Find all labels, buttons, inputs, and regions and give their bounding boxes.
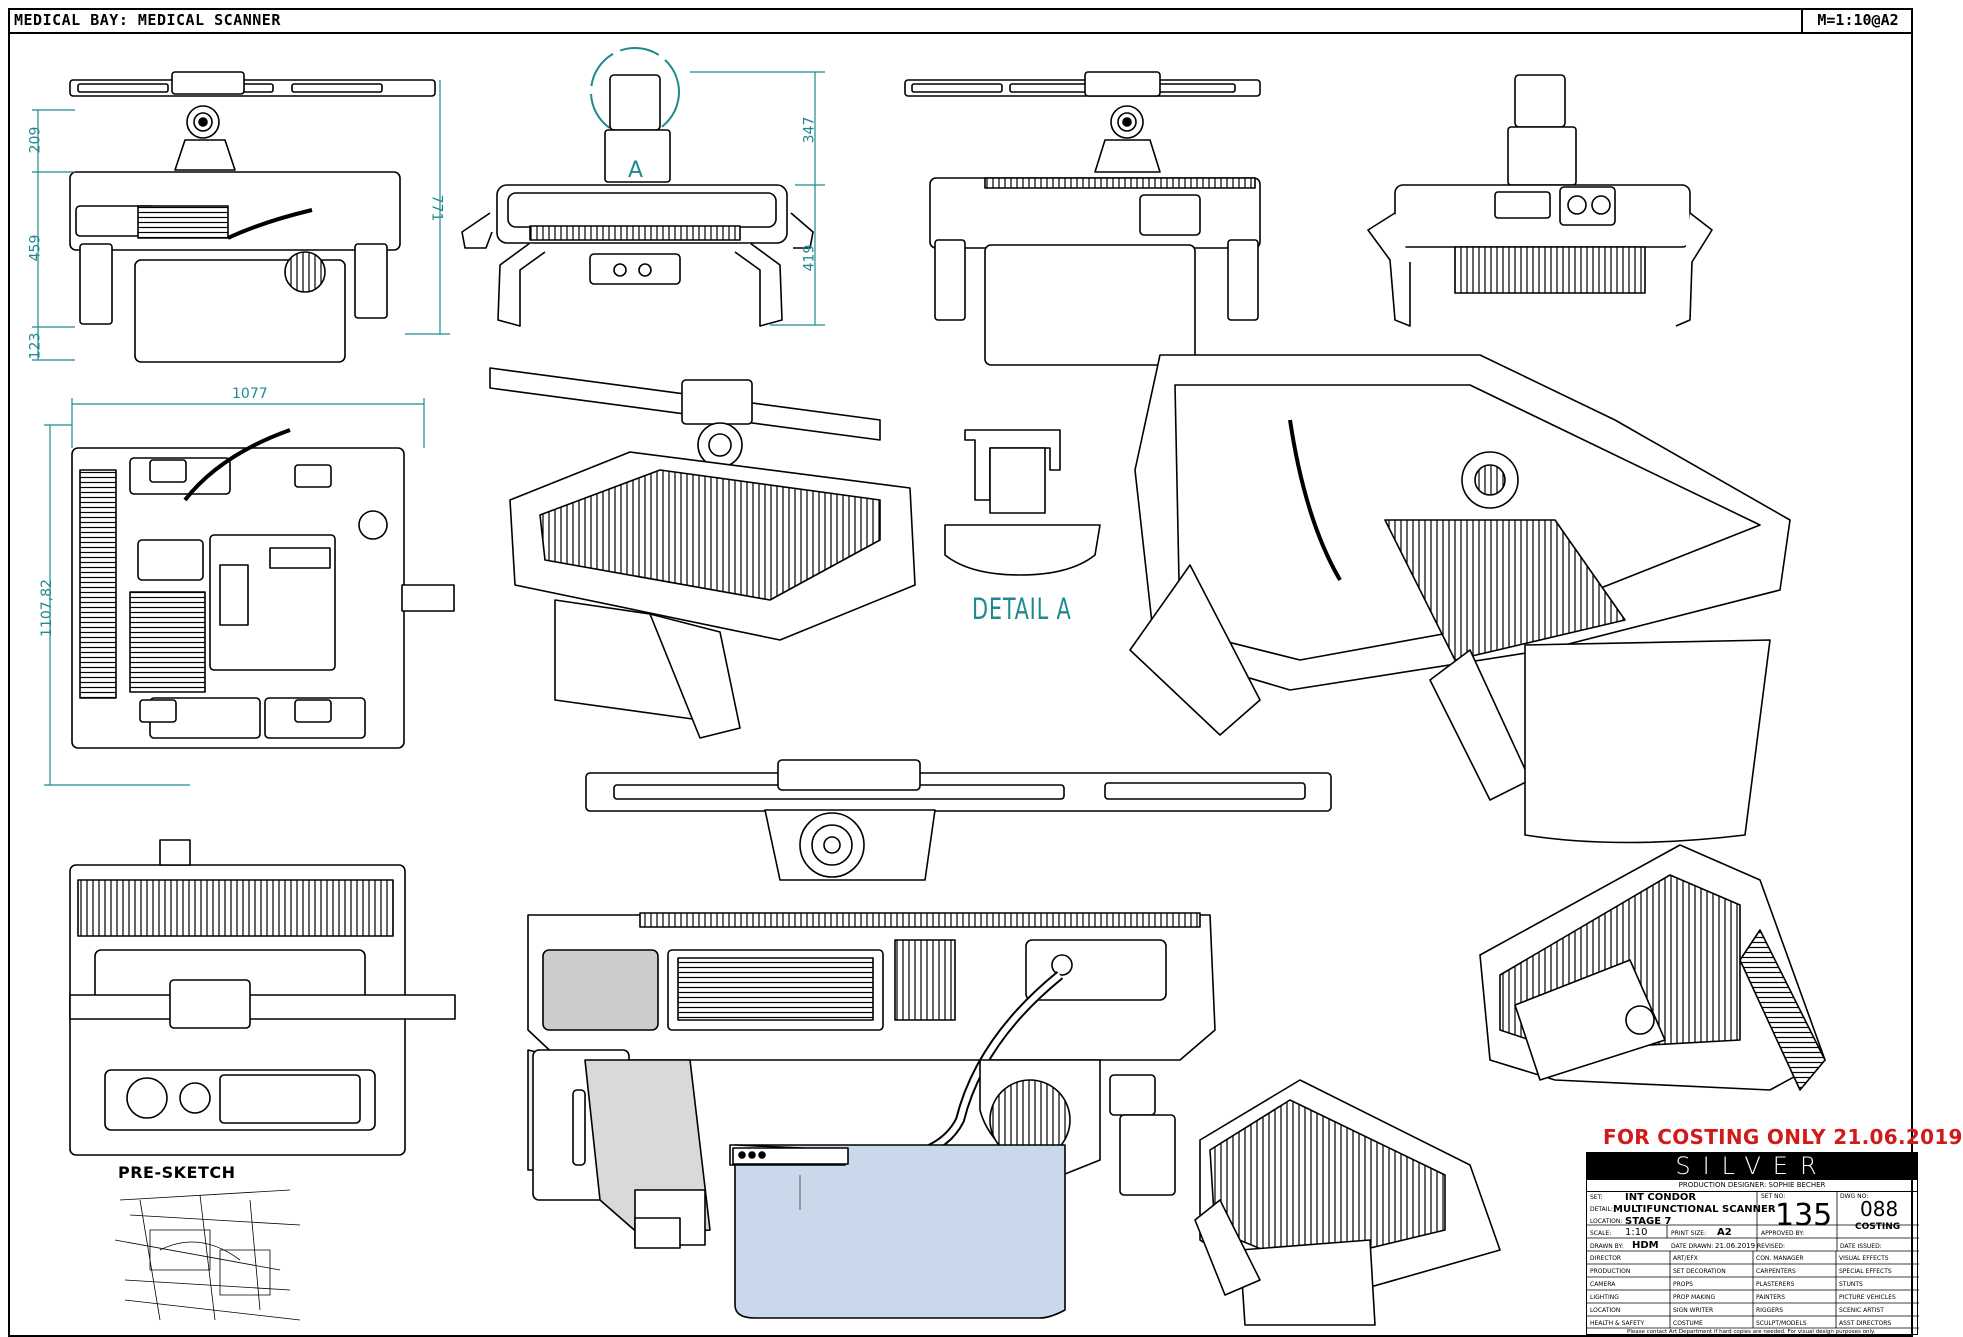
front-view [69, 71, 436, 363]
title-block-grid [1587, 1191, 1919, 1329]
plan-view [71, 428, 455, 749]
distribution-cell: STUNTS [1839, 1281, 1863, 1288]
rear-view [904, 71, 1261, 366]
pre-sketch-drawing [114, 1189, 301, 1321]
distribution-cell: CON. MANAGER [1756, 1255, 1804, 1262]
lower-side-view [69, 839, 456, 1156]
location-value: STAGE 7 [1625, 1216, 1672, 1227]
distribution-cell: PROP MAKING [1673, 1294, 1716, 1301]
status-value: COSTING [1855, 1222, 1901, 1232]
footer-note: Please contact Art Department if hard co… [1627, 1329, 1876, 1335]
distribution-cell: CARPENTERS [1756, 1268, 1796, 1275]
iso-view-lower-right [1479, 844, 1826, 1091]
date-drawn-value: 21.06.2019 [1715, 1242, 1756, 1250]
set-no-label: SET NO: [1761, 1193, 1786, 1200]
approved-label: APPROVED BY: [1761, 1230, 1805, 1237]
sheet-scale: M=1:10@A2 [1801, 8, 1913, 32]
location-label: LOCATION: [1590, 1218, 1623, 1225]
dim-front-body: 459 [27, 234, 44, 262]
distribution-cell: COSTUME [1673, 1320, 1703, 1327]
distribution-cell: HEALTH & SAFETY [1590, 1320, 1645, 1327]
distribution-cell: SET DECORATION [1673, 1268, 1726, 1275]
title-block: SILVER PRODUCTION DESIGNER: SOPHIE BECHE… [1586, 1152, 1919, 1335]
dim-plan-depth: 1107,82 [38, 579, 55, 637]
detail-a-drawing [944, 429, 1101, 576]
distribution-cell: SCULPT/MODELS [1756, 1320, 1807, 1327]
distribution-cell: ART/EFX [1673, 1255, 1698, 1262]
section-marker: A [628, 158, 644, 183]
print-size-label: PRINT SIZE: [1671, 1230, 1707, 1237]
distribution-cell: PICTURE VEHICLES [1839, 1294, 1896, 1301]
distribution-cell: SPECIAL EFFECTS [1839, 1268, 1892, 1275]
date-drawn-label: DATE DRAWN: [1671, 1243, 1714, 1250]
production-designer: PRODUCTION DESIGNER: SOPHIE BECHER [1587, 1180, 1917, 1192]
distribution-cell: SIGN WRITER [1673, 1307, 1714, 1314]
iso-view-upper [489, 367, 916, 739]
distribution-cell: CAMERA [1590, 1281, 1616, 1288]
print-size-value: A2 [1717, 1227, 1732, 1238]
set-value: INT CONDOR [1625, 1192, 1697, 1203]
iso-view-right [1129, 354, 1791, 844]
dim-front-bottom: 123 [27, 332, 44, 360]
drawn-by-value: HDM [1632, 1240, 1659, 1251]
dwg-no-label: DWG NO: [1840, 1193, 1869, 1200]
side-view [461, 47, 814, 327]
detail-value: MULTIFUNCTIONAL SCANNER [1613, 1204, 1776, 1215]
distribution-cell: PAINTERS [1756, 1294, 1786, 1301]
set-label: SET: [1590, 1194, 1603, 1201]
presketch-label: PRE-SKETCH [118, 1163, 236, 1182]
dim-front-top: 209 [27, 126, 44, 154]
detail-a-label: DETAIL A [972, 592, 1072, 626]
drawn-by-label: DRAWN BY: [1590, 1243, 1624, 1250]
costing-stamp: FOR COSTING ONLY 21.06.2019 [1603, 1125, 1963, 1149]
distribution-cell: LIGHTING [1590, 1294, 1619, 1301]
distribution-cell: DIRECTOR [1590, 1255, 1622, 1262]
distribution-cell: PROPS [1673, 1281, 1693, 1288]
distribution-cell: SCENIC ARTIST [1839, 1307, 1884, 1314]
dim-side-top: 347 [801, 116, 818, 144]
distribution-cell: LOCATION [1590, 1307, 1621, 1314]
sheet-header: MEDICAL BAY: MEDICAL SCANNER M=1:10@A2 [8, 8, 1913, 34]
date-issued-label: DATE ISSUED: [1840, 1243, 1882, 1250]
distribution-cell: ASST DIRECTORS [1839, 1320, 1892, 1327]
drawing-sheet [8, 8, 1913, 1337]
distribution-cell: PLASTERERS [1756, 1281, 1795, 1288]
scale-value: 1:10 [1625, 1227, 1648, 1238]
dim-plan-width: 1077 [232, 386, 268, 402]
dim-side-body: 419 [801, 244, 818, 272]
end-view [1367, 74, 1713, 327]
sheet-title: MEDICAL BAY: MEDICAL SCANNER [14, 11, 281, 29]
revised-label: REVISED: [1757, 1243, 1786, 1250]
scale-label: SCALE: [1590, 1230, 1612, 1237]
iso-view-bottom [1194, 1079, 1501, 1326]
set-no-value: 135 [1775, 1198, 1833, 1233]
technical-drawing [32, 47, 1826, 1326]
distribution-cell: PRODUCTION [1590, 1268, 1631, 1275]
distribution-cell: RIGGERS [1756, 1307, 1784, 1314]
detail-label: DETAIL: [1590, 1206, 1613, 1213]
dimension-lines [32, 71, 825, 786]
dim-front-total: 771 [428, 194, 445, 222]
brand-logo: SILVER [1587, 1153, 1917, 1180]
dwg-no-value: 088 [1860, 1197, 1899, 1221]
main-perspective-view [527, 759, 1332, 1319]
distribution-cell: VISUAL EFFECTS [1839, 1255, 1889, 1262]
